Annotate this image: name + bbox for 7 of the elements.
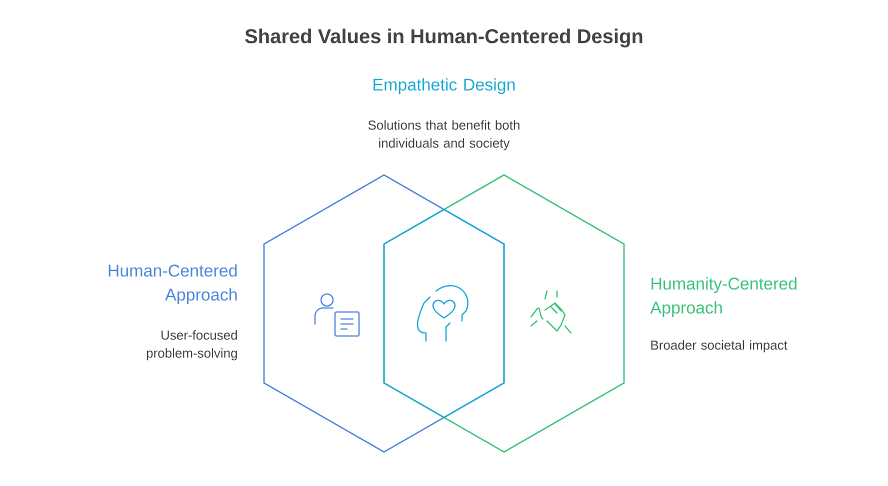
title: Shared Values in Human-Centered Design	[245, 28, 642, 48]
description: User-focused problem-solving	[146, 330, 237, 360]
description: Solutions that benefit both individuals and society	[368, 120, 520, 150]
description: Broader societal impact	[651, 340, 788, 352]
heading: Empathetic Design	[374, 78, 515, 94]
heading: Humanity-Centered Approach	[650, 277, 796, 318]
heading: Human-Centered Approach	[108, 264, 237, 304]
